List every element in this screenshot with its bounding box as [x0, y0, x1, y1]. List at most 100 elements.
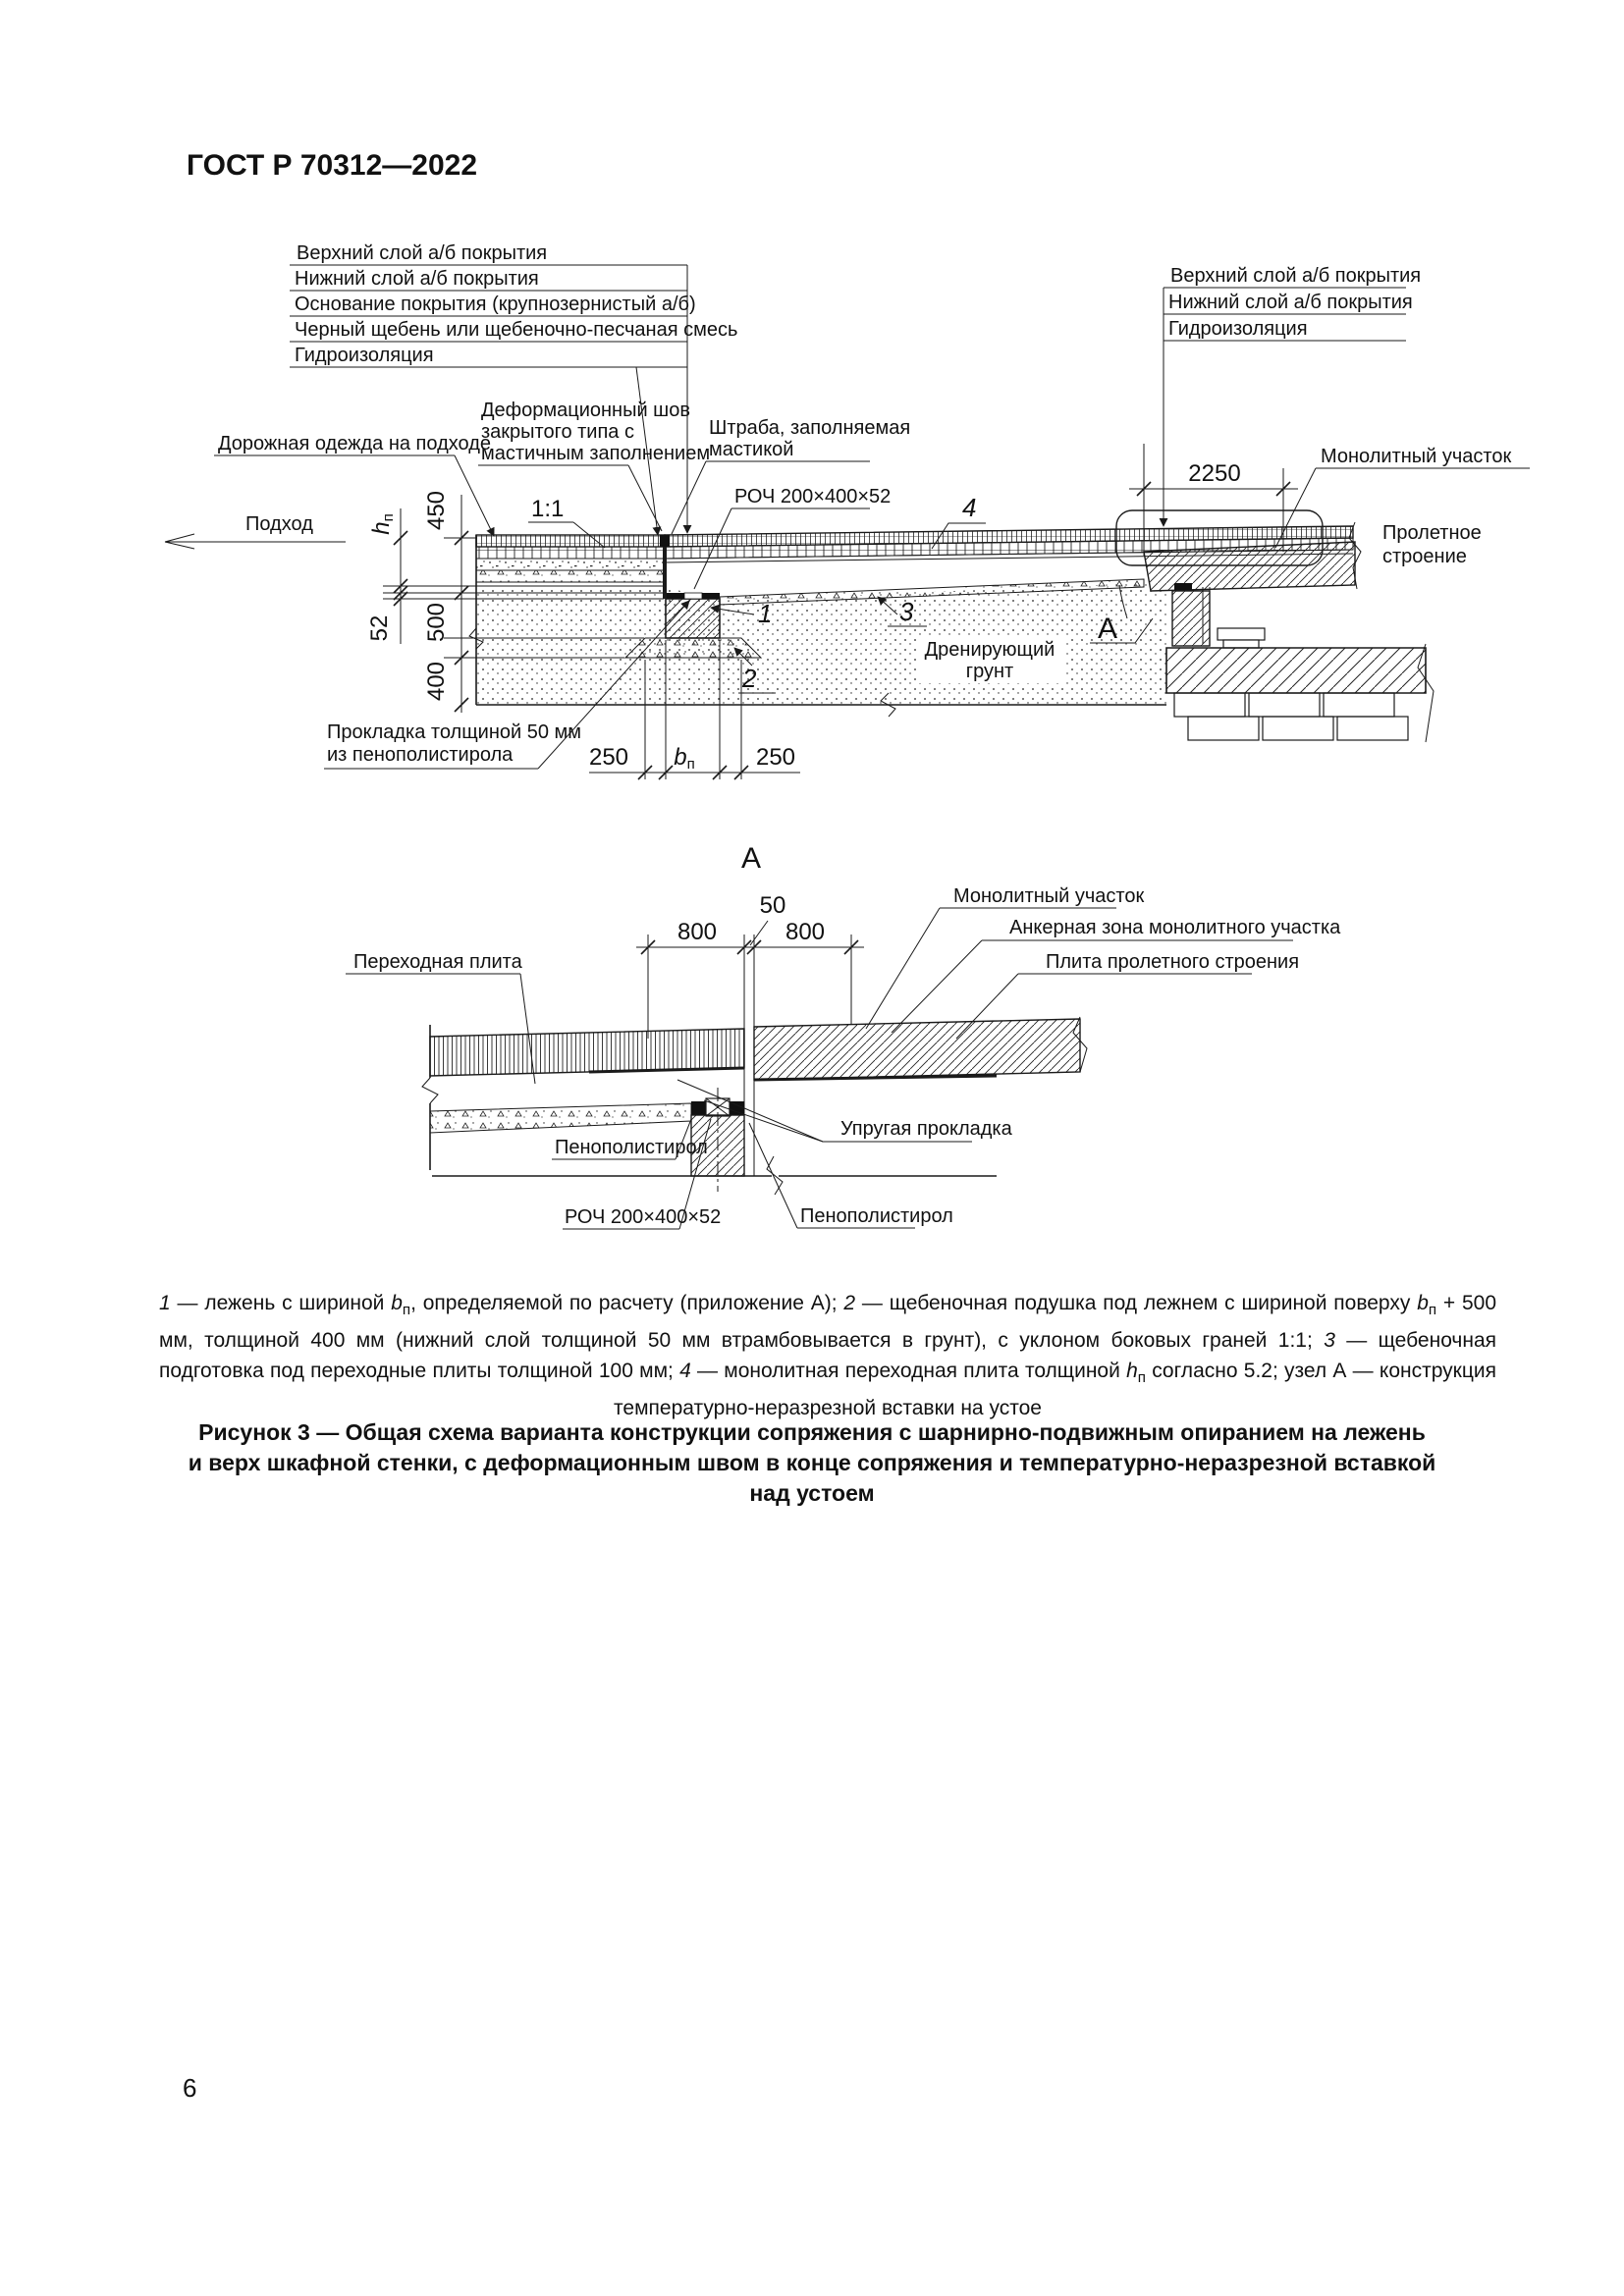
diagram1-general-scheme: Верхний слой а/б покрытия Нижний слой а/…	[164, 242, 1530, 780]
dim-bp: bп	[674, 744, 694, 773]
dim-800-left: 800	[677, 919, 717, 945]
svg-text:мастикой: мастикой	[709, 439, 793, 460]
layer-label: Верхний слой а/б покрытия	[297, 242, 547, 264]
document-header: ГОСТ Р 70312—2022	[187, 149, 478, 182]
figure-caption: 1 — лежень с шириной bп, определяемой по…	[159, 1292, 1497, 1420]
item-markers: 1 2 3 А	[710, 584, 1154, 694]
layer-label: Нижний слой а/б покрытия	[295, 268, 539, 290]
svg-text:2: 2	[741, 664, 757, 693]
layer-label: Верхний слой а/б покрытия	[1170, 265, 1421, 287]
label-halo	[918, 636, 1065, 683]
span-structure-annotation: Пролетное строение	[1382, 522, 1482, 567]
node-A-marker: А	[1098, 613, 1117, 645]
dim-250-left: 250	[589, 744, 628, 771]
drain-soil-label: грунт	[966, 661, 1013, 682]
figure-drawing: Верхний слой а/б покрытия Нижний слой а/…	[164, 242, 1530, 1230]
slope-annotation: 1:1	[528, 496, 606, 549]
figure-title-line: над устоем	[749, 1480, 875, 1506]
bearing-bottom	[1222, 639, 1260, 649]
svg-text:Пенополистирол: Пенополистирол	[555, 1137, 708, 1158]
svg-text:строение: строение	[1382, 546, 1467, 567]
left-edge-break	[421, 1025, 439, 1170]
foam-right-annotation: Пенополистирол	[748, 1122, 953, 1229]
drain-soil-label: Дренирующий	[925, 639, 1056, 661]
diagram2-detail-A: А 800 50 800	[346, 842, 1341, 1230]
svg-text:Деформационный шов: Деформационный шов	[481, 400, 690, 421]
stone-cushion	[623, 637, 763, 659]
dim-250-right: 250	[756, 744, 795, 771]
figure-title-line: и верх шкафной стенки, с деформационным …	[188, 1450, 1436, 1475]
foam-pad-annotation: Прокладка толщиной 50 мм из пенополистир…	[324, 600, 690, 770]
svg-text:РОЧ 200×400×52: РОЧ 200×400×52	[565, 1206, 721, 1228]
deformation-joint-annotation: Деформационный шов закрытого типа с маст…	[478, 400, 710, 532]
svg-text:Монолитный участок: Монолитный участок	[1321, 446, 1511, 467]
layer-label: Черный щебень или щебеночно-песчаная сме…	[295, 319, 737, 341]
transition-slab-annotation: Переходная плита	[346, 951, 536, 1085]
approach-direction-arrow: Подход	[164, 513, 346, 550]
foam-band	[429, 1102, 692, 1134]
shtraba-annotation: Штраба, заполняемая мастикой	[671, 417, 910, 535]
roch-annotation-detail: РОЧ 200×400×52	[563, 1118, 721, 1230]
detail-dimensions: 800 50 800	[636, 892, 864, 1039]
abutment-masonry	[1173, 692, 1409, 741]
elastic-pad	[1174, 583, 1192, 590]
foam-left-annotation: Пенополистирол	[552, 1118, 708, 1160]
cabinet-wall	[1171, 590, 1211, 647]
monolith-annotation-detail: Монолитный участок	[865, 885, 1144, 1030]
abutment-body	[1165, 647, 1427, 694]
layer-label: Гидроизоляция	[1168, 318, 1308, 340]
svg-text:РОЧ 200×400×52: РОЧ 200×400×52	[734, 486, 891, 507]
svg-text:закрытого типа с: закрытого типа с	[481, 421, 634, 443]
svg-text:3: 3	[899, 597, 914, 626]
cross-section-body: Дренирующий грунт	[468, 509, 1435, 743]
bearing-top	[1217, 627, 1266, 641]
svg-text:Прокладка толщиной 50 мм: Прокладка толщиной 50 мм	[327, 721, 581, 743]
svg-text:1: 1	[758, 599, 772, 628]
page-number: 6	[183, 2073, 197, 2103]
svg-text:Плита пролетного строения: Плита пролетного строения	[1046, 951, 1299, 973]
dim-800-right: 800	[785, 919, 825, 945]
svg-text:Пролетное: Пролетное	[1382, 522, 1482, 544]
monolith-slab	[1143, 541, 1356, 592]
top-asphalt-layer	[475, 534, 666, 548]
svg-text:Пенополистирол: Пенополистирол	[800, 1205, 953, 1227]
span-plate-annotation: Плита пролетного строения	[955, 951, 1299, 1040]
svg-text:4: 4	[962, 493, 976, 522]
svg-text:Штраба, заполняемая: Штраба, заполняемая	[709, 417, 910, 439]
abutment-break-line	[1417, 643, 1435, 743]
figure-title-line: Рисунок 3 — Общая схема варианта констру…	[198, 1419, 1426, 1445]
svg-text:Анкерная зона монолитного учас: Анкерная зона монолитного участка	[1009, 917, 1341, 938]
crushed-stone-layer	[475, 569, 666, 583]
svg-text:2250: 2250	[1188, 460, 1240, 487]
roch-black-right	[730, 1101, 744, 1115]
layer-label: Основание покрытия (крупнозернистый а/б)	[295, 294, 696, 315]
svg-text:Упругая прокладка: Упругая прокладка	[840, 1118, 1013, 1140]
svg-text:мастичным заполнением: мастичным заполнением	[481, 443, 710, 464]
leader-line	[635, 366, 662, 536]
dim-52: 52	[366, 615, 393, 642]
bottom-width-dimension: 250 bп 250	[589, 640, 800, 780]
base-layer	[475, 558, 666, 571]
dim-400: 400	[423, 662, 450, 701]
slab-break-line	[1072, 1016, 1088, 1073]
roch-gap	[683, 592, 703, 600]
svg-text:Дорожная одежда на подходе: Дорожная одежда на подходе	[218, 433, 491, 454]
shtraba-notch	[660, 535, 670, 547]
dim-500: 500	[423, 603, 450, 642]
elastic-pad-annotation: Упругая прокладка	[677, 1079, 1013, 1143]
svg-text:1:1: 1:1	[531, 496, 564, 522]
figure-title: Рисунок 3 — Общая схема варианта констру…	[118, 1417, 1506, 1509]
left-vertical-dimensions: 450 500 400 hп 52	[366, 491, 664, 713]
dim-hp: hп	[368, 513, 397, 534]
road-pavement-annotation: Дорожная одежда на подходе	[214, 433, 495, 537]
svg-text:из пенополистирола: из пенополистирола	[327, 744, 514, 766]
dim-450: 450	[423, 491, 450, 530]
roch-black-left	[691, 1101, 706, 1115]
left-layer-label-stack: Верхний слой а/б покрытия Нижний слой а/…	[290, 242, 737, 536]
layer-label: Нижний слой а/б покрытия	[1168, 292, 1413, 313]
anchor-zone-annotation: Анкерная зона монолитного участка	[891, 917, 1341, 1034]
dim-50: 50	[760, 892, 786, 919]
monolith-span-slab	[753, 1018, 1081, 1081]
svg-text:Переходная плита: Переходная плита	[353, 951, 523, 973]
